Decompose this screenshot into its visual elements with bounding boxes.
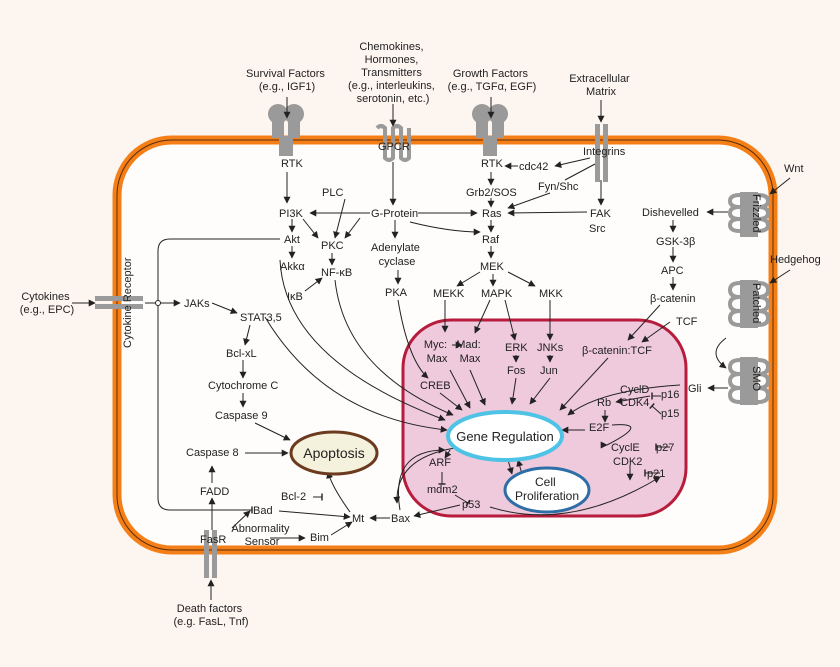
apc-label: APC [661,265,684,277]
fasr-label: FasR [200,534,226,546]
cytokine-receptor-shape [95,296,143,309]
mdm2-label: mdm2 [427,484,458,496]
akka-label: Akkα [280,261,305,273]
mt-label: Mt [352,513,364,525]
cdk2-label: CDK2 [613,456,642,468]
erk-label: ERK [505,342,528,354]
extracellular-matrix-label: Extracellular Matrix [569,73,633,98]
jaks-label: JAKs [184,298,210,310]
stat-label: STAT3,5 [240,312,282,324]
bim-label: Bim [310,532,329,544]
p15-label: p15 [661,408,679,420]
grb2-sos-label: Grb2/SOS [466,187,517,199]
bad-label: Bad [253,505,273,517]
fyn-shc-label: Fyn/Shc [538,181,579,193]
gsk-3b-label: GSK-3β [656,236,695,248]
caspase-9-label: Caspase 9 [215,410,268,422]
cytokines-label: Cytokines (e.g., EPC) [20,291,74,316]
jnks-label: JNKs [537,342,564,354]
plc-label: PLC [322,187,343,199]
pi3k-label: PI3K [279,208,304,220]
survival-factors-label: Survival Factors (e.g., IGF1) [246,68,328,93]
chemokines-label: Chemokines, Hormones, Transmitters (e.g.… [348,41,438,105]
cell-proliferation-label: Cell Proliferation [515,475,579,503]
nfkb-label: NF-κB [321,267,352,279]
rb-label: Rb [597,397,611,409]
smo-receptor [727,357,771,405]
patched-receptor [727,280,771,328]
gpcr-label: GPCR [378,141,410,153]
abnormality-sensor-label: Abnormality Sensor [231,523,292,548]
jun-label: Jun [540,365,558,377]
hedgehog-label: Hedgehog [770,254,821,266]
fak-label: FAK [590,208,611,220]
mapk-label: MAPK [481,288,513,300]
akt-label: Akt [284,234,300,246]
mekk-label: MEKK [433,288,465,300]
cytokine-receptor-label: Cytokine Receptor [122,257,134,348]
death-factors-label: Death factors (e.g. FasL, Tnf) [174,603,249,628]
b-catenin-label: β-catenin [650,293,695,305]
gli-label: Gli [688,383,701,395]
integrins-label: Integrins [583,146,626,158]
mek-label: MEK [480,261,505,273]
gene-regulation-ellipse [446,410,564,462]
dishevelled-label: Dishevelled [642,207,699,219]
src-label: Src [589,223,606,235]
p27-label: p27 [656,442,674,454]
cdc42-label: cdc42 [519,161,548,173]
bax-label: Bax [391,513,410,525]
adenylate-cyclase-label: Adenylate cyclase [371,242,423,268]
pkc-label: PKC [321,240,344,252]
apoptosis-label: Apoptosis [303,445,364,461]
arf-label: ARF [429,457,451,469]
raf-label: Raf [482,234,500,246]
frizzled-label: Frizzled [750,194,762,233]
cdk4-label: CDK4 [620,397,649,409]
cyclin-d-label: CyclD [620,384,649,396]
p53-label: p53 [462,499,480,511]
bcl-xl-label: Bcl-xL [226,348,257,360]
p21-label: p21 [647,468,665,480]
wnt-label: Wnt [784,163,804,175]
bcl-2-label: Bcl-2 [281,491,306,503]
rtk-label-1: RTK [281,158,303,170]
growth-factors-label: Growth Factors (e.g., TGFα, EGF) [448,68,537,93]
fadd-label: FADD [200,486,229,498]
cyclin-e-label: CyclE [611,442,640,454]
b-catenin-tcf-label: β-catenin:TCF [582,345,652,357]
e2f-label: E2F [589,422,609,434]
gpcr-receptor [375,124,411,162]
mad-max-label: Mad: Max [456,339,484,365]
fos-label: Fos [507,365,526,377]
ikb-label: IκB [287,291,303,303]
gene-regulation-label: Gene Regulation [456,429,554,444]
smo-label: SMO [750,366,762,392]
patched-label: Patched [750,283,762,323]
apoptosis-ellipse [289,430,379,476]
frizzled-receptor [727,192,771,237]
p16-label: p16 [661,389,679,401]
g-protein-label: G-Protein [371,208,418,220]
integrin-receptor [595,124,608,182]
cytochrome-c-label: Cytochrome C [208,380,278,392]
fasr-receptor [204,530,217,578]
mkk-label: MKK [539,288,564,300]
caspase-8-label: Caspase 8 [186,447,239,459]
rtk-label-2: RTK [481,158,503,170]
cell-proliferation-ellipse [503,466,591,514]
creb-label: CREB [420,380,451,392]
pka-label: PKA [385,287,408,299]
ras-label: Ras [482,208,502,220]
tcf-label: TCF [676,316,698,328]
myc-max-label: Myc: Max [424,339,450,365]
